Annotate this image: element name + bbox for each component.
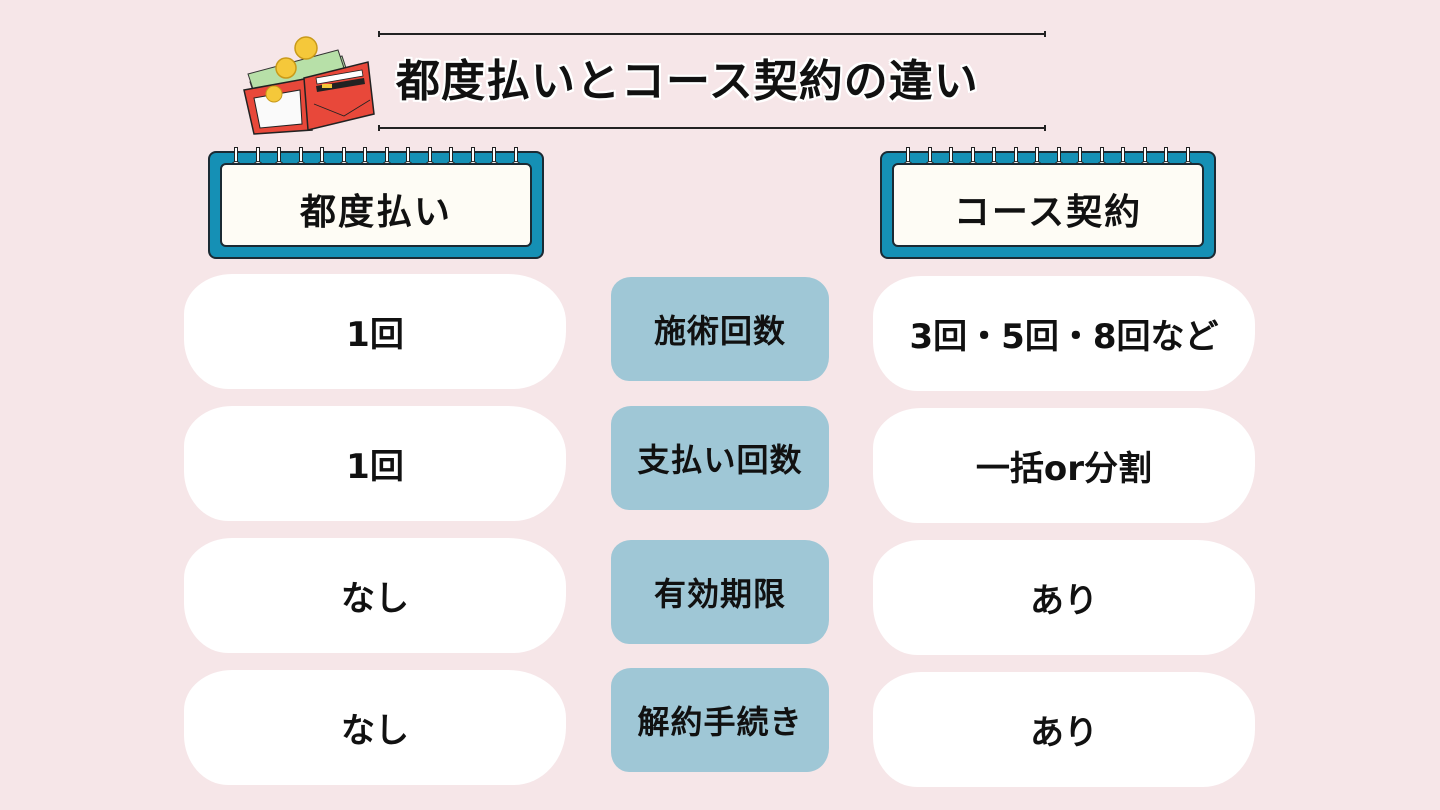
value-text: 3回・5回・8回など [909, 317, 1219, 357]
wallet-icon [238, 34, 378, 136]
right-header-page: コース契約 [892, 163, 1204, 247]
value-text: なし [341, 579, 409, 619]
row-label-2: 支払い回数 [611, 406, 829, 510]
right-value-row-3: あり [873, 540, 1255, 655]
row-label-text: 施術回数 [653, 312, 786, 350]
right-value-row-4: あり [873, 672, 1255, 787]
row-label-3: 有効期限 [611, 540, 829, 644]
value-text: 一括or分割 [975, 449, 1153, 489]
right-value-row-2: 一括or分割 [873, 408, 1255, 523]
right-header-label: コース契約 [953, 192, 1143, 233]
value-text: あり [1030, 581, 1098, 621]
title-rule-top [378, 31, 1046, 37]
row-label-1: 施術回数 [611, 277, 829, 381]
left-header-label: 都度払い [299, 192, 452, 233]
left-value-row-2: 1回 [184, 406, 566, 521]
left-value-row-4: なし [184, 670, 566, 785]
left-value-row-1: 1回 [184, 274, 566, 389]
right-column-header: コース契約 [880, 147, 1216, 259]
row-label-text: 解約手続き [637, 703, 803, 741]
left-value-row-3: なし [184, 538, 566, 653]
value-text: 1回 [346, 315, 404, 355]
row-label-text: 支払い回数 [637, 441, 803, 479]
page-title: 都度払いとコース契約の違い [396, 56, 979, 107]
right-value-row-1: 3回・5回・8回など [873, 276, 1255, 391]
row-label-text: 有効期限 [653, 575, 786, 613]
left-header-page: 都度払い [220, 163, 532, 247]
value-text: あり [1030, 713, 1098, 753]
title-rule-bottom [378, 125, 1046, 131]
value-text: なし [341, 711, 409, 751]
value-text: 1回 [346, 447, 404, 487]
row-label-4: 解約手続き [611, 668, 829, 772]
left-column-header: 都度払い [208, 147, 544, 259]
